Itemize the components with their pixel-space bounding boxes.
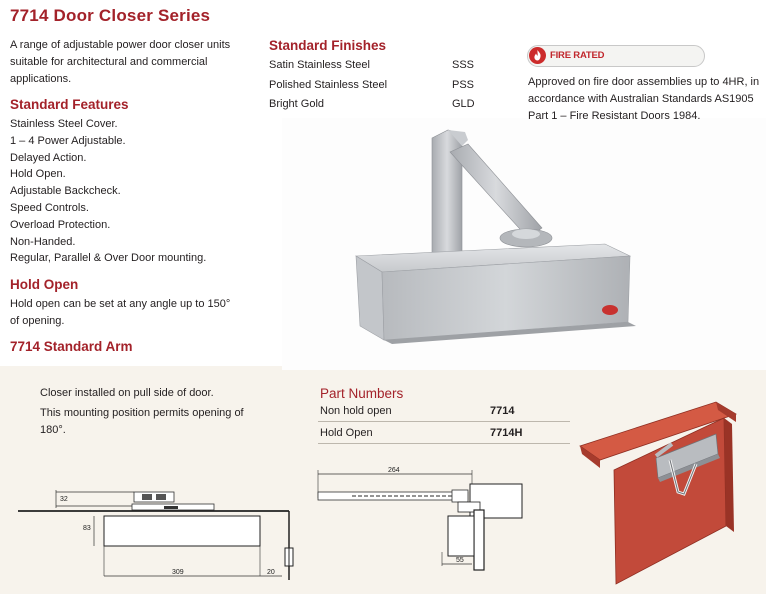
feature-item: Adjustable Backcheck.: [10, 185, 121, 198]
dim-20-label: 20: [267, 569, 275, 576]
door-closer-illustration: [579, 401, 737, 585]
finish-name: Polished Stainless Steel: [269, 79, 388, 91]
intro-text: A range of adjustable power door closer …: [10, 39, 231, 85]
part-code: 7714H: [490, 427, 523, 439]
feature-item: 1 – 4 Power Adjustable.: [10, 134, 126, 147]
feature-item: Delayed Action.: [10, 151, 87, 164]
part-numbers-heading: Part Numbers: [320, 386, 404, 401]
hold-open-heading: Hold Open: [10, 277, 79, 292]
dim-55-label: 55: [456, 557, 464, 564]
hold-open-text: Hold open can be set at any angle up to …: [10, 298, 231, 327]
feature-item: Hold Open.: [10, 168, 66, 181]
fire-rated-text: Approved on fire door assemblies up to 4…: [528, 76, 760, 122]
page-title: 7714 Door Closer Series: [10, 6, 211, 25]
dim-83-label: 83: [83, 525, 91, 532]
arm-note-1: Closer installed on pull side of door.: [40, 387, 214, 399]
part-label: Non hold open: [320, 405, 392, 417]
part-label: Hold Open: [320, 427, 373, 439]
features-heading: Standard Features: [10, 97, 129, 112]
dim-32-label: 32: [60, 496, 68, 503]
arm-note-2: This mounting position permits opening o…: [40, 407, 244, 436]
finish-code: SSS: [452, 59, 475, 71]
divider: [318, 443, 570, 444]
dim-264-label: 264: [388, 467, 400, 474]
feature-item: Regular, Parallel & Over Door mounting.: [10, 252, 207, 265]
feature-item: Speed Controls.: [10, 201, 89, 214]
fire-icon: [529, 47, 546, 64]
fire-rated-badge: [527, 45, 705, 67]
divider: [318, 421, 570, 422]
installation-diagram-top: 264 55: [317, 467, 523, 571]
standard-arm-heading: 7714 Standard Arm: [10, 339, 133, 354]
dim-309-label: 309: [172, 569, 184, 576]
feature-item: Overload Protection.: [10, 218, 111, 231]
finishes-heading: Standard Finishes: [269, 38, 387, 53]
door-closer-photo: [355, 129, 636, 344]
feature-item: Non-Handed.: [10, 235, 76, 248]
features-list: Stainless Steel Cover. 1 – 4 Power Adjus…: [10, 116, 206, 267]
finish-code: PSS: [452, 79, 475, 91]
installation-diagram-side: 32 83 309 20: [18, 490, 294, 580]
finish-code: GLD: [452, 98, 475, 110]
finish-name: Bright Gold: [269, 98, 325, 110]
feature-item: Stainless Steel Cover.: [10, 118, 118, 130]
panel-notch: [0, 344, 283, 366]
part-code: 7714: [490, 405, 515, 417]
fire-rated-label: FIRE RATED: [550, 50, 605, 61]
finish-name: Satin Stainless Steel: [269, 59, 370, 71]
